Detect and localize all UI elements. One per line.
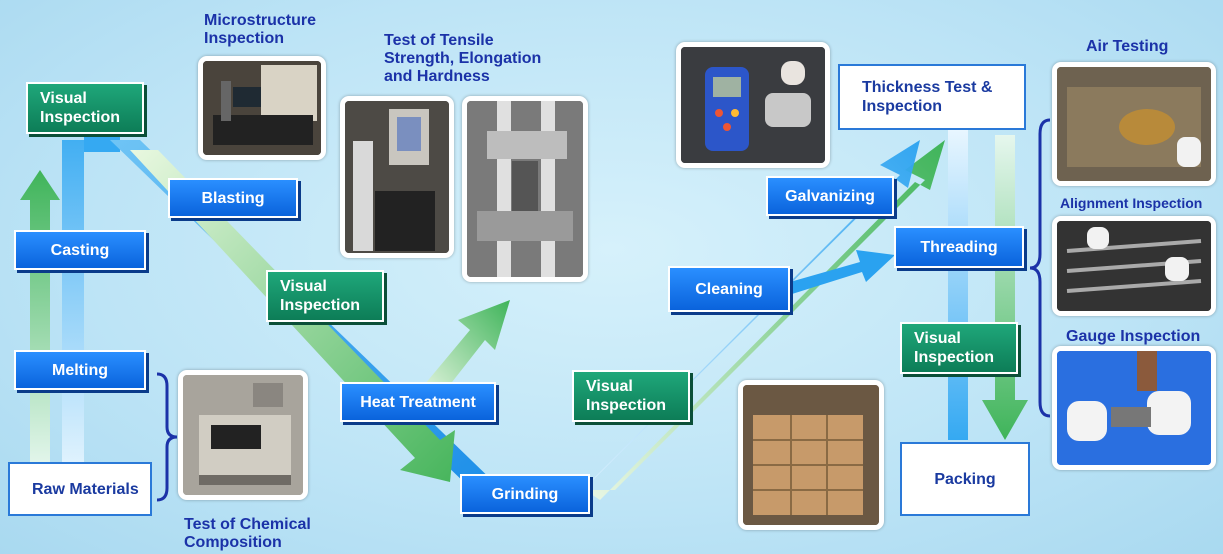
- packing-photo: [738, 380, 884, 530]
- thickness-meter-photo: [676, 42, 830, 168]
- chemical-composition-photo: [178, 370, 308, 500]
- arrow-up-green: [20, 170, 60, 470]
- brace-right: [1029, 118, 1051, 418]
- caption-gauge: Gauge Inspection: [1066, 328, 1201, 345]
- arrow-cleaning-threading: [790, 250, 895, 294]
- microstructure-photo: [198, 56, 326, 160]
- step-threading: Threading: [894, 226, 1024, 268]
- step-heat-treatment: Heat Treatment: [340, 382, 496, 422]
- caption-microstructure: Microstructure Inspection: [204, 12, 317, 47]
- arrow-up-tensile: [420, 300, 510, 400]
- arrow-down-packing: [982, 135, 1028, 440]
- step-visual-inspection-3: Visual Inspection: [572, 370, 690, 422]
- step-visual-inspection-4: Visual Inspection: [900, 322, 1018, 374]
- step-grinding: Grinding: [460, 474, 590, 514]
- caption-chemical: Test of Chemical Composition: [184, 516, 311, 551]
- step-visual-inspection-1: Visual Inspection: [26, 82, 144, 134]
- step-visual-inspection-2: Visual Inspection: [266, 270, 384, 322]
- step-galvanizing: Galvanizing: [766, 176, 894, 216]
- step-packing: Packing: [900, 442, 1030, 516]
- step-cleaning: Cleaning: [668, 266, 790, 312]
- step-blasting: Blasting: [168, 178, 298, 218]
- tensile-photo-2: [462, 96, 588, 282]
- arrow-up-blue: [62, 140, 84, 470]
- caption-air-testing: Air Testing: [1086, 38, 1169, 55]
- microscope-icon: [203, 61, 321, 155]
- step-thickness-test: Thickness Test & Inspection: [838, 64, 1026, 130]
- arrow-blue-right-vertical: [948, 130, 968, 440]
- alignment-inspection-photo: [1052, 216, 1216, 316]
- air-testing-photo: [1052, 62, 1216, 186]
- caption-tensile: Test of Tensile Strength, Elongation and…: [384, 32, 542, 85]
- step-raw-materials: Raw Materials: [8, 462, 152, 516]
- step-casting: Casting: [14, 230, 146, 270]
- caption-alignment: Alignment Inspection: [1060, 195, 1203, 211]
- step-melting: Melting: [14, 350, 146, 390]
- tensile-photo-1: [340, 96, 454, 258]
- brace-left: [156, 372, 178, 502]
- gauge-inspection-photo: [1052, 346, 1216, 470]
